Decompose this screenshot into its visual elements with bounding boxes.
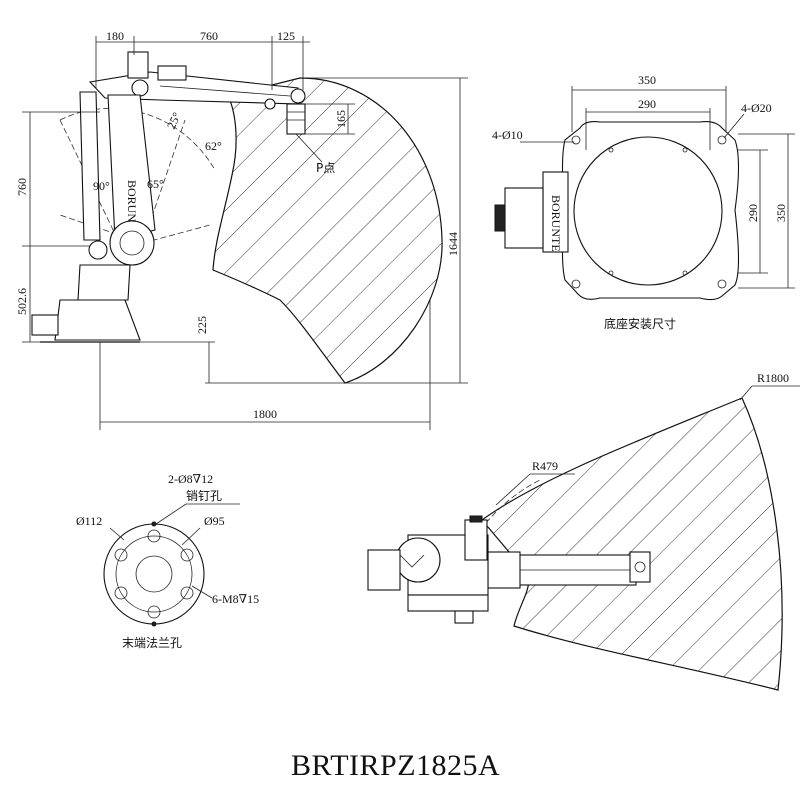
pin-leader (155, 503, 187, 525)
side-column (107, 94, 156, 241)
hole-20-leader (723, 113, 745, 139)
pin-spec: 2-Ø8∇12 (168, 472, 213, 486)
flange-hole-6 (114, 548, 128, 562)
side-rear-joint (88, 240, 108, 260)
hole-small-1 (608, 147, 614, 153)
dim-1644: 1644 (446, 232, 460, 256)
side-joint-3 (264, 98, 276, 110)
hole-small-2 (682, 147, 688, 153)
p-point-label: P点 (316, 161, 335, 175)
dim-225: 225 (195, 316, 209, 334)
side-work-envelope (212, 77, 443, 384)
dim-760-top: 760 (200, 29, 218, 43)
base-caption: 底座安装尺寸 (604, 316, 676, 331)
hole-bl (571, 279, 581, 289)
top-back-motor (367, 549, 401, 591)
base-logo: BORUNTE (549, 195, 563, 252)
flange-hole-5 (114, 586, 128, 600)
base-side-block (542, 171, 569, 253)
hole-20-label: 4-Ø20 (741, 101, 772, 115)
base-dim-290-side: 290 (746, 204, 760, 222)
flange-hole-2 (180, 548, 194, 562)
p-point-leader (295, 133, 323, 163)
r1800-leader (739, 385, 753, 401)
base-dim-350-side: 350 (774, 204, 788, 222)
r479-leader (495, 473, 531, 506)
angle-62: 62° (205, 139, 222, 153)
dim-125: 125 (277, 29, 295, 43)
angle-25: 25° (164, 110, 184, 131)
flange-hole-4 (147, 605, 161, 619)
angle-90: 90° (93, 179, 110, 193)
top-view: R1800 R479 (367, 371, 800, 691)
hole-tr (717, 135, 727, 145)
base-motor (504, 187, 544, 249)
r479-label: R479 (532, 459, 558, 473)
base-motor-connector (494, 204, 506, 232)
dim-180: 180 (106, 29, 124, 43)
side-inner-arc (59, 108, 216, 171)
side-view: BORUNTE 180 760 125 165 P点 25° 62° 90° 6… (15, 29, 468, 430)
top-inner-arc (479, 479, 541, 531)
dim-502: 502.6 (15, 288, 29, 315)
top-arm-end (629, 551, 651, 583)
hole-small-4 (682, 270, 688, 276)
side-rear-link (79, 91, 101, 241)
dim-1800: 1800 (253, 407, 277, 421)
top-body-chevron (399, 554, 425, 568)
side-motor-top (127, 51, 149, 79)
side-base-foot (54, 299, 141, 341)
side-main-joint-inner (119, 230, 145, 256)
dim-165: 165 (334, 110, 348, 128)
side-joint-1 (131, 79, 149, 97)
pin-label: 销钉孔 (186, 489, 222, 503)
flange-caption: 末端法兰孔 (122, 636, 182, 650)
side-joint-2 (290, 88, 306, 104)
base-circle (573, 136, 723, 286)
flange-bolt-circle (115, 535, 193, 613)
hole-tl (571, 135, 581, 145)
dia-112-leader (109, 527, 125, 541)
base-view: BORUNTE 350 290 4-Ø10 4-Ø20 290 350 底座安装… (492, 73, 795, 331)
flange-outer (103, 523, 205, 625)
hole-10-label: 4-Ø10 (492, 128, 523, 142)
flange-hole-3 (180, 586, 194, 600)
top-work-envelope (481, 397, 783, 691)
base-dim-290-top: 290 (638, 97, 656, 111)
thread-spec: 6-M8∇15 (212, 592, 259, 606)
hole-br (717, 279, 727, 289)
top-motor (464, 519, 488, 561)
flange-hole-1 (147, 529, 161, 543)
side-base-motor (31, 314, 59, 336)
side-main-joint (109, 220, 155, 266)
dia-95: Ø95 (204, 514, 225, 528)
top-arm-end-circle (634, 561, 646, 573)
arm-inner-line (159, 85, 291, 97)
dim-760-side: 760 (15, 178, 29, 196)
top-motor-cap (469, 515, 483, 523)
base-dim-350-top: 350 (638, 73, 656, 87)
dia-112: Ø112 (76, 514, 102, 528)
flange-center (135, 555, 173, 593)
model-title: BRTIRPZ1825A (291, 749, 500, 782)
top-box (487, 551, 521, 589)
r1800-label: R1800 (757, 371, 789, 385)
angle-65: 65° (147, 177, 164, 191)
hole-small-3 (608, 270, 614, 276)
top-body-joint (395, 537, 441, 583)
top-foot (407, 594, 489, 612)
top-foot-block (454, 610, 474, 624)
thread-leader (191, 585, 213, 599)
flange-view: 2-Ø8∇12 销钉孔 Ø112 Ø95 6-M8∇15 末端法兰孔 (76, 472, 259, 650)
flange-pin-1 (151, 521, 157, 527)
side-base-body (77, 264, 131, 301)
side-motor-top-2 (157, 65, 187, 81)
side-end-flange (286, 103, 306, 135)
flange-pin-2 (151, 621, 157, 627)
dia-95-leader (181, 527, 201, 546)
